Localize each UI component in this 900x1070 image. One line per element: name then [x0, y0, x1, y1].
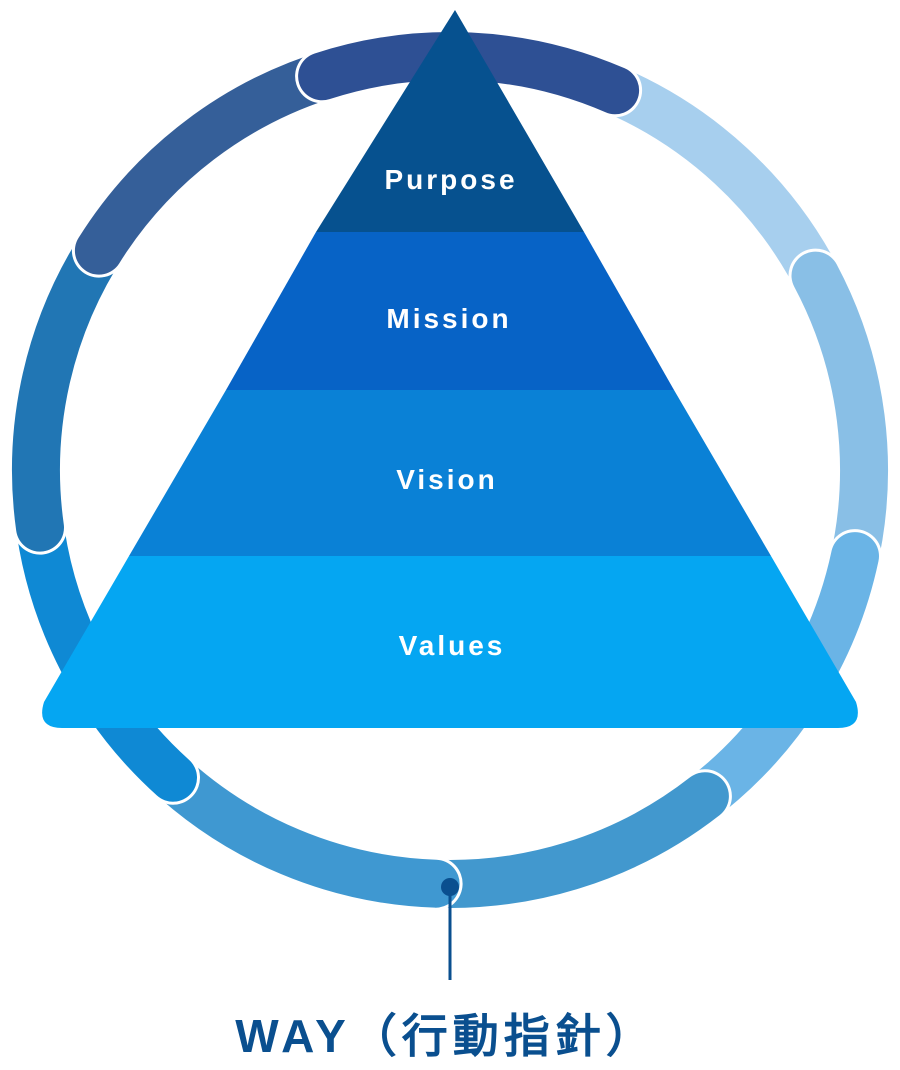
pyramid-tier-purpose [316, 10, 584, 232]
tier-label-purpose: Purpose [384, 164, 517, 195]
tier-label-mission: Mission [386, 303, 511, 334]
pyramid-tier-mission [226, 232, 674, 390]
ring-segment [141, 746, 460, 908]
way-label: WAY（行動指針） [235, 1010, 657, 1062]
ring-segment [12, 217, 129, 552]
pyramid-tier-values [42, 556, 858, 728]
way-connector-dot [441, 878, 459, 896]
ring-segment [581, 62, 845, 310]
pyramid-tier-vision [129, 390, 771, 556]
tier-label-vision: Vision [396, 464, 498, 495]
ring-segment [74, 49, 357, 275]
ring-segment [400, 772, 729, 908]
tier-label-values: Values [399, 630, 506, 661]
ring-segment [791, 251, 889, 591]
pyramid: Purpose Mission Vision Values [42, 10, 858, 728]
